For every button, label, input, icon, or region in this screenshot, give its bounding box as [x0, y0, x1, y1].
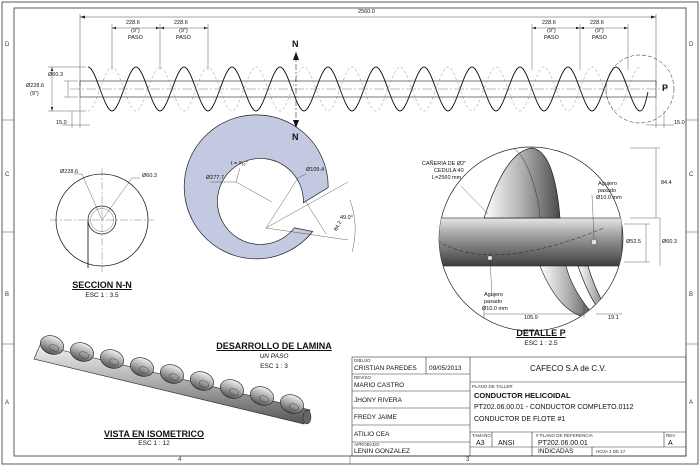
hole-note-top: Agujero [598, 181, 617, 187]
pitch-inch: (9") [595, 28, 604, 34]
pitch-inch: (9") [179, 28, 188, 34]
approved-by: LENIN GONZALEZ [354, 448, 410, 455]
flat-pattern-view [183, 114, 356, 260]
detail-inner-dia: Ø52.5 [626, 239, 641, 245]
reviewer-name: FREDY JAIME [354, 414, 397, 421]
hole-note-bottom: pasado [484, 299, 503, 305]
pitch-dim: 228.6 [126, 20, 140, 26]
approved-label: APROBADO [354, 442, 380, 447]
sheet-thickness: t = ³⁄₁₆" [231, 161, 248, 167]
pitch-dim: 228.6 [542, 20, 556, 26]
sheet-size: A3 [476, 440, 485, 447]
border-row-label: B [5, 292, 10, 298]
hole-note-top: Ø10.0 mm [596, 195, 622, 201]
pitch-dim: 228.6 [590, 20, 604, 26]
flat-inner-dia: Ø109.4 [306, 167, 325, 173]
side-view [48, 14, 675, 128]
section-pipe-dia: Ø60.3 [142, 173, 157, 179]
pitch-label: PASO [544, 35, 559, 41]
outer-dia-dim: Ø228.6 [26, 83, 45, 89]
part-description: PT202.06.00.01 - CONDUCTOR COMPLETO.0112 [474, 404, 634, 411]
iso-title: VISTA EN ISOMETRICO [103, 429, 204, 439]
border-row-label: C [5, 172, 10, 178]
border-row-label: D [689, 42, 694, 48]
overall-length-dim: 2560.0 [358, 9, 375, 15]
pitch-label: PASO [176, 35, 191, 41]
drawn-date: 09/05/2013 [429, 365, 462, 372]
border-col-label: 3 [466, 457, 470, 463]
reviewer-name: ATILIO CEA [354, 431, 390, 438]
section-nn-view [50, 168, 154, 272]
border-row-label: C [689, 172, 694, 178]
border-row-label: A [5, 400, 10, 406]
pitch-inch: (9") [547, 28, 556, 34]
detail-mark: P [662, 83, 669, 93]
pipe-dia-dim: Ø60.3 [48, 72, 63, 78]
detail-scale: ESC 1 : 2.5 [524, 340, 558, 347]
section-mark-top: N [292, 39, 299, 49]
title-block [351, 356, 687, 457]
drawn-label: DIBUJO [354, 358, 371, 363]
section-mark-bottom: N [292, 132, 299, 142]
detail-p-callout [605, 54, 675, 124]
outer-dia-inch: (9") [30, 91, 39, 97]
flat-angle-dim: 49.0° [340, 215, 353, 221]
checked-label: REVISO [354, 375, 372, 380]
border-row-label: B [689, 292, 694, 298]
part-title: CONDUCTOR HELICOIDAL [474, 391, 571, 400]
flat-outer-dia: Ø277.7 [206, 175, 225, 181]
helix-curve [87, 66, 649, 112]
reviewer-name: JHONY RIVERA [354, 397, 402, 404]
company-name: CAFECO S.A de C.V. [530, 364, 607, 373]
plan-label: PLANO DE TALLER [472, 384, 513, 389]
checked-by: MARIO CASTRO [354, 382, 405, 389]
isometric-view [33, 335, 312, 425]
pipe-note: CEDULA 40 [434, 168, 464, 174]
pipe-note: CAÑERIA DE Ø2" [422, 161, 467, 167]
detail-length-dim: 105.9 [524, 315, 538, 321]
sheet-number: HOJA 4 DE 17 [596, 449, 626, 454]
part-description: CONDUCTOR DE FLOTE #1 [474, 416, 566, 423]
flat-scale: ESC 1 : 3 [260, 363, 288, 370]
hole-note-top: pasado [598, 188, 617, 194]
end-offset-dim: 15.0 [56, 120, 67, 126]
border-row-label: D [5, 42, 10, 48]
flat-ring [183, 114, 329, 260]
drawn-by: CRISTIAN PAREDES [354, 365, 417, 372]
revision: A [668, 440, 673, 447]
detail-p-view [438, 146, 661, 332]
section-title: SECCION N-N [72, 280, 132, 290]
hole-note-bottom: Ø10.0 mm [482, 306, 508, 312]
detail-end-dim: 19.1 [608, 315, 619, 321]
reference-number: PT202.06.00.01 [538, 440, 588, 447]
end-offset-dim: 15.0 [674, 120, 685, 126]
pitch-inch: (9") [131, 28, 140, 34]
scale-note: INDICADAS [538, 448, 574, 455]
drawing-standard: ANSI [498, 440, 515, 447]
ref-label: # PLANO DE REFERENCIA [536, 433, 593, 438]
iso-scale: ESC 1 : 12 [138, 440, 170, 447]
border-row-label: A [689, 400, 694, 406]
section-scale: ESC 1 : 3.5 [85, 292, 119, 299]
rev-label: REV [666, 433, 676, 438]
hole-note-bottom: Agujero [484, 292, 503, 298]
detail-title: DETALLE P [516, 328, 566, 338]
flat-title: DESARROLLO DE LAMINA [216, 341, 332, 351]
pitch-label: PASO [592, 35, 607, 41]
pitch-dim: 228.6 [174, 20, 188, 26]
detail-height-dim: 84.4 [661, 180, 672, 186]
border-col-label: 4 [178, 457, 182, 463]
section-outer-dia: Ø228.6 [60, 169, 79, 175]
pitch-label: PASO [128, 35, 143, 41]
flat-subtitle: UN PASO [259, 353, 289, 360]
pipe-note: L=2560 mm [432, 175, 462, 181]
detail-outer-dia: Ø60.3 [662, 239, 677, 245]
size-label: TAMAÑO [472, 433, 491, 438]
